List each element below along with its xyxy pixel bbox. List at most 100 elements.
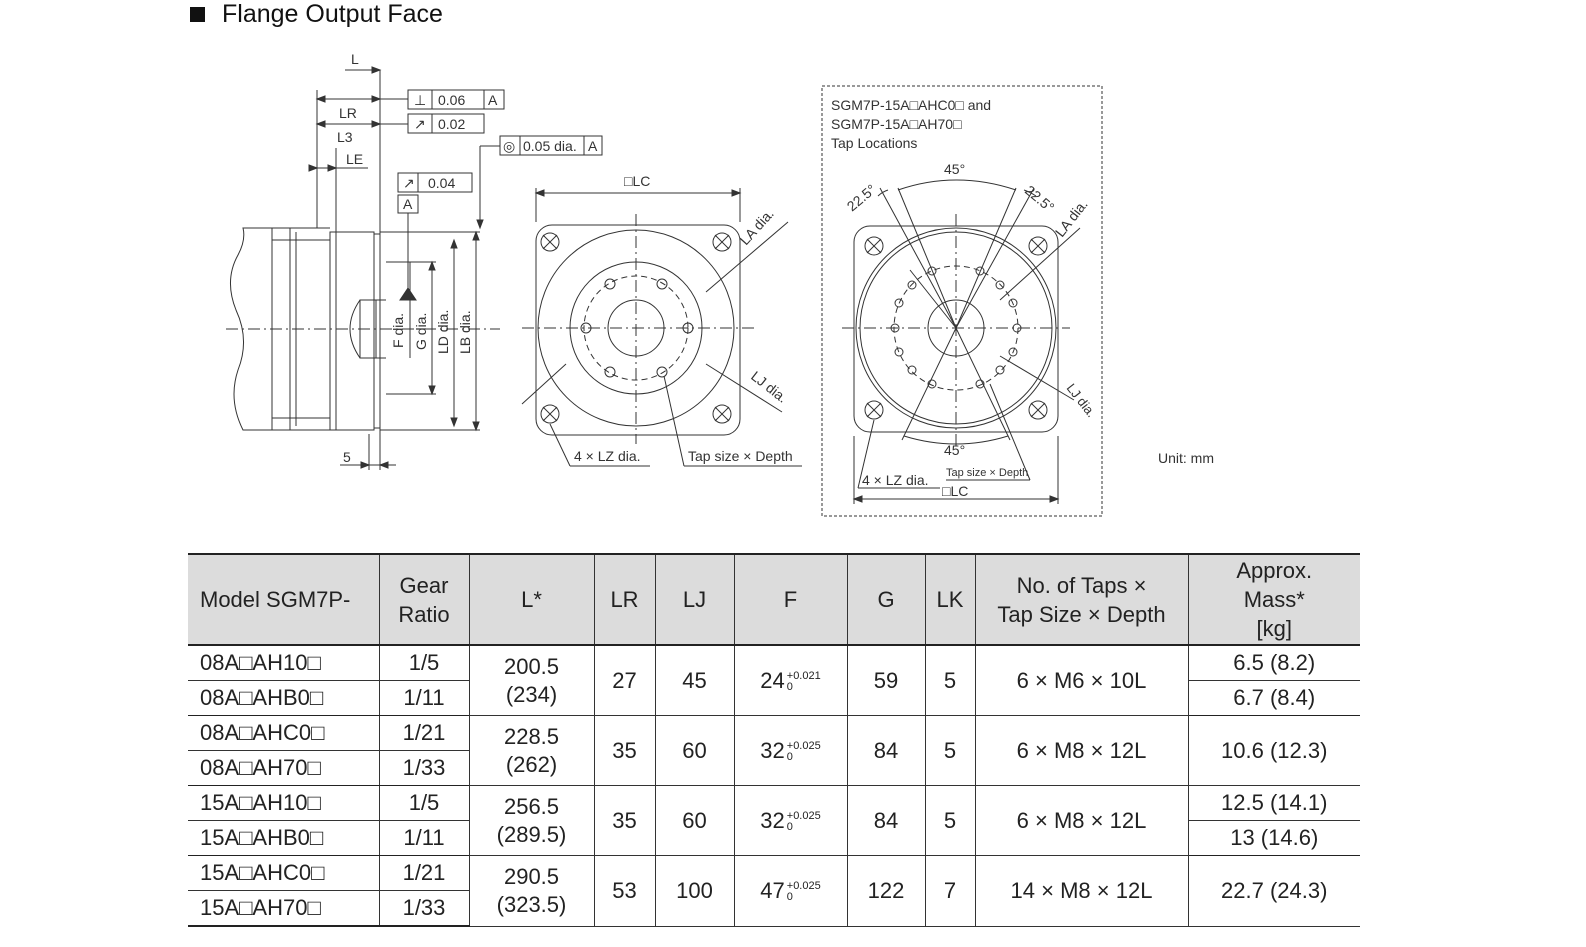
cell-LR: 27	[593, 644, 656, 716]
cell-ratio: 1/21	[378, 855, 470, 891]
table-row: 08A□AHC0□ 1/21 228.5(262) 35 60 32+0.025…	[188, 715, 1360, 786]
cell-mass: 6.7 (8.4)	[1187, 680, 1360, 716]
label-L3: L3	[337, 129, 353, 145]
cell-taps: 6 × M8 × 12L	[974, 715, 1189, 786]
runout2-tolerance: 0.04	[428, 175, 455, 191]
cell-LR: 35	[593, 785, 656, 856]
detail-title-1: SGM7P-15A□AHC0□ and	[831, 97, 991, 113]
header-F: F	[733, 553, 848, 646]
cell-model: 08A□AH70□	[188, 750, 380, 786]
table-row: 15A□AH70□ 1/33	[188, 890, 1360, 927]
cell-LK: 5	[924, 715, 976, 786]
cell-L: 290.5(323.5)	[468, 855, 595, 927]
detail-title-2: SGM7P-15A□AH70□	[831, 116, 962, 132]
header-taps: No. of Taps ×Tap Size × Depth	[974, 553, 1189, 646]
technical-drawing: L LR L3 LE 5 ⊥ 0.06 A ↗ 0.02 ◎ 0.05 dia.…	[226, 51, 1103, 517]
header-model: Model SGM7P-	[188, 553, 380, 646]
side-view	[226, 66, 603, 470]
cell-taps: 14 × M8 × 12L	[974, 855, 1189, 927]
cell-LR: 53	[593, 855, 656, 927]
concentricity-icon: ◎	[503, 138, 515, 154]
cell-G: 84	[846, 785, 926, 856]
cell-model: 15A□AHB0□	[188, 820, 380, 856]
cell-ratio: 1/33	[378, 890, 470, 927]
cell-LR: 35	[593, 715, 656, 786]
cell-model: 15A□AHC0□	[188, 855, 380, 891]
header-LK: LK	[924, 553, 976, 646]
datum-a-2: A	[588, 138, 598, 154]
runout-tolerance: 0.02	[438, 116, 465, 132]
detail-label-LJ: LJ dia.	[1064, 381, 1099, 420]
detail-label-LC: □LC	[942, 483, 968, 499]
angle-22-5-right: 22.5°	[1022, 182, 1057, 215]
cell-model: 08A□AHB0□	[188, 680, 380, 716]
header-G: G	[846, 553, 926, 646]
unit-label: Unit: mm	[1158, 450, 1214, 466]
cell-model: 08A□AH10□	[188, 644, 380, 681]
cell-ratio: 1/11	[378, 680, 470, 716]
section-heading: Flange Output Face	[190, 0, 443, 28]
detail-title-3: Tap Locations	[831, 135, 917, 151]
section-title: Flange Output Face	[222, 0, 443, 28]
cell-ratio: 1/11	[378, 820, 470, 856]
label-LC: □LC	[624, 173, 650, 189]
cell-LK: 5	[924, 644, 976, 716]
cell-L: 256.5(289.5)	[468, 785, 595, 856]
angle-22-5-left: 22.5°	[844, 181, 879, 214]
header-LR: LR	[593, 553, 656, 646]
table-row: 15A□AHC0□ 1/21 290.5(323.5) 53 100 47+0.…	[188, 855, 1360, 927]
cell-L: 200.5(234)	[468, 644, 595, 716]
label-LD-dia: LD dia.	[435, 310, 451, 354]
cell-model: 15A□AH10□	[188, 785, 380, 821]
header-mass: Approx.Mass*[kg]	[1187, 553, 1360, 646]
cell-taps: 6 × M6 × 10L	[974, 644, 1189, 716]
cell-model: 08A□AHC0□	[188, 715, 380, 751]
datum-a-3: A	[403, 196, 413, 212]
angle-45-top: 45°	[944, 161, 965, 177]
table-row: 15A□AH10□ 1/5 256.5(289.5) 35 60 32+0.02…	[188, 785, 1360, 856]
cell-LJ: 60	[654, 785, 735, 856]
cell-L: 228.5(262)	[468, 715, 595, 786]
header-LJ: LJ	[654, 553, 735, 646]
runout-icon-2: ↗	[403, 175, 415, 191]
label-F-dia: F dia.	[390, 313, 406, 348]
table-row: 08A□AHB0□ 1/11 6.7 (8.4)	[188, 680, 1360, 716]
detail-label-tap: Tap size × Depth	[946, 467, 1028, 479]
cell-LK: 5	[924, 785, 976, 856]
label-L: L	[351, 51, 359, 67]
label-LR: LR	[339, 105, 357, 121]
cell-model: 15A□AH70□	[188, 890, 380, 927]
cell-mass: 6.5 (8.2)	[1187, 644, 1360, 681]
cell-taps: 6 × M8 × 12L	[974, 785, 1189, 856]
cell-mass: 22.7 (24.3)	[1187, 855, 1360, 927]
label-LZ: 4 × LZ dia.	[574, 448, 641, 464]
front-view	[521, 188, 802, 467]
cell-mass: 13 (14.6)	[1187, 820, 1360, 856]
label-tap: Tap size × Depth	[688, 448, 793, 464]
cell-LJ: 100	[654, 855, 735, 927]
angle-45-bottom: 45°	[944, 442, 965, 458]
perp-tolerance: 0.06	[438, 92, 465, 108]
label-G-dia: G dia.	[413, 313, 429, 350]
detail-view	[821, 85, 1103, 517]
cell-LK: 7	[924, 855, 976, 927]
cell-G: 84	[846, 715, 926, 786]
detail-label-LZ: 4 × LZ dia.	[862, 472, 929, 488]
cell-LJ: 45	[654, 644, 735, 716]
cell-ratio: 1/5	[378, 644, 470, 681]
cell-ratio: 1/33	[378, 750, 470, 786]
datum-a-1: A	[488, 92, 498, 108]
square-bullet-icon	[190, 6, 205, 22]
header-L: L*	[468, 553, 595, 646]
cell-ratio: 1/5	[378, 785, 470, 821]
cell-ratio: 1/21	[378, 715, 470, 751]
label-LB-dia: LB dia.	[457, 310, 473, 354]
